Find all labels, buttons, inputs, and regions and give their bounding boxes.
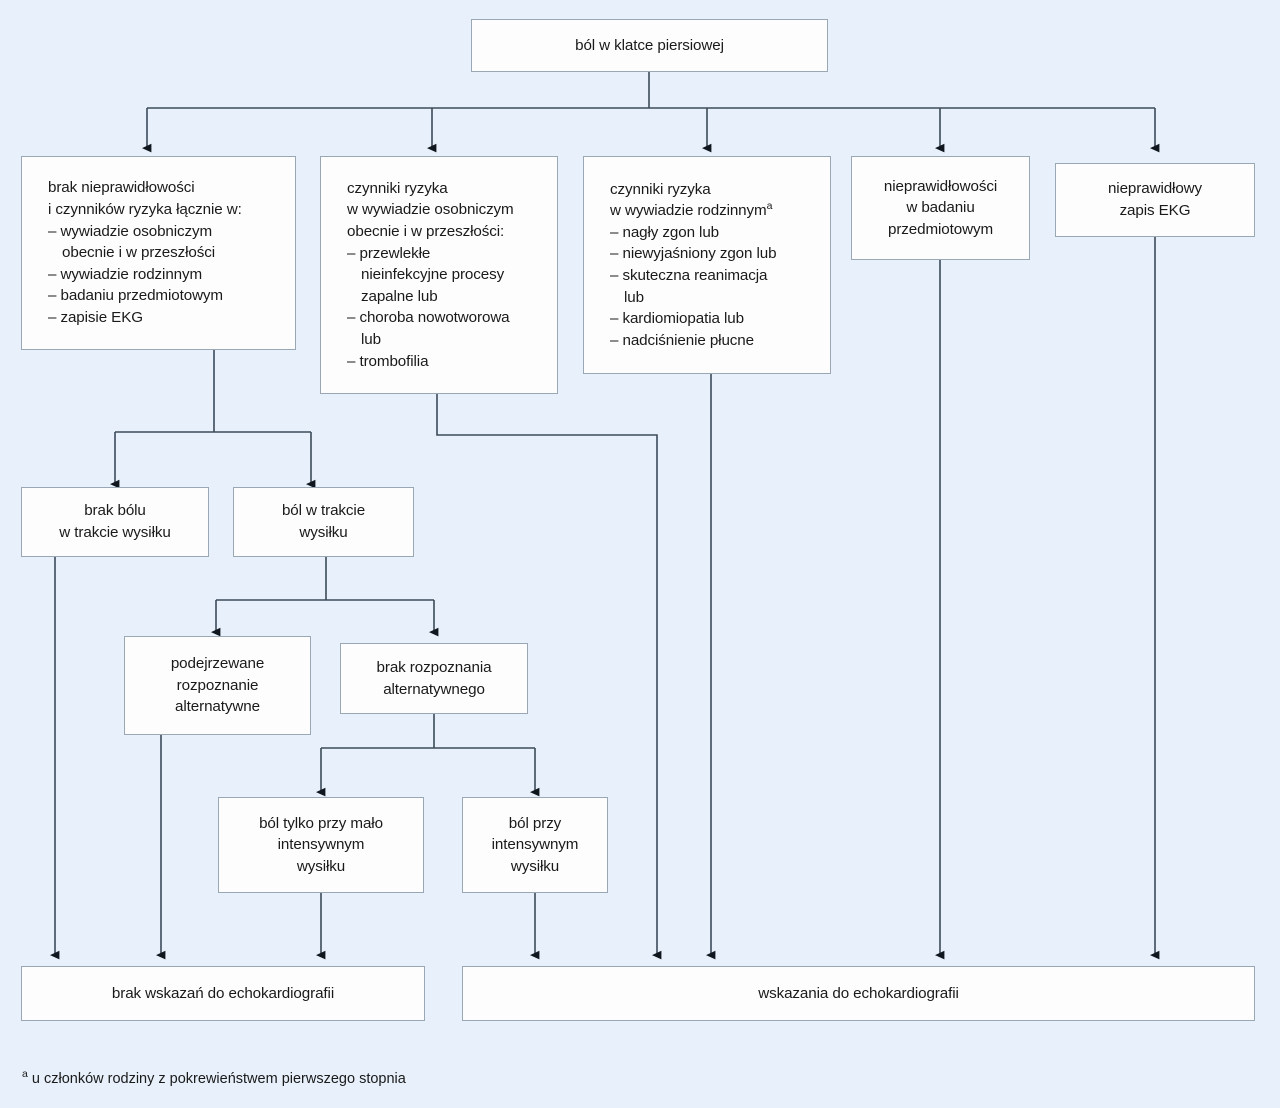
family-history-line-1-text: w wywiadzie rodzinnym bbox=[610, 202, 767, 220]
personal-history-line-5: zapalne lub bbox=[361, 287, 438, 305]
pain-low-intensity-line-1: intensywnym bbox=[277, 836, 365, 854]
family-history-line-7: – nadciśnienie płucne bbox=[610, 331, 754, 349]
footnote: a u członków rodziny z pokrewieństwem pi… bbox=[22, 1068, 406, 1087]
no-alternative-line-0: brak rozpoznania bbox=[376, 658, 492, 676]
footnote-superscript-a: a bbox=[766, 200, 773, 213]
personal-history-line-4: nieinfekcyjne procesy bbox=[361, 266, 505, 284]
family-history-line-6: – kardiomiopatia lub bbox=[610, 310, 744, 328]
family-history-line-0: czynniki ryzyka bbox=[610, 180, 711, 198]
echo-indication-label: wskazania do echokardiografii bbox=[758, 984, 959, 1002]
physical-exam-line-0: nieprawidłowości bbox=[883, 177, 998, 195]
no-echo-indication-label: brak wskazań do echokardiografii bbox=[111, 984, 335, 1002]
personal-history-line-0: czynniki ryzyka bbox=[347, 179, 448, 197]
family-history-line-2: – nagły zgon lub bbox=[610, 223, 720, 241]
no-abnormalities-line-3: obecnie i w przeszłości bbox=[62, 244, 216, 262]
no-abnormalities-line-1: i czynników ryzyka łącznie w: bbox=[48, 201, 242, 219]
node-pain-intense-exertion[interactable]: ból przy intensywnym wysiłku bbox=[462, 797, 608, 893]
node-echo-indication[interactable]: wskazania do echokardiografii bbox=[462, 966, 1255, 1021]
pain-exertion-line-0: ból w trakcie bbox=[281, 502, 366, 520]
node-chest-pain-line-0: ból w klatce piersiowej bbox=[575, 36, 724, 54]
node-no-alternative-diagnosis[interactable]: brak rozpoznania alternatywnego bbox=[340, 643, 528, 714]
no-pain-exertion-line-0: brak bólu bbox=[84, 502, 146, 520]
node-personal-history-risk[interactable]: czynniki ryzyka w wywiadzie osobniczym o… bbox=[320, 156, 558, 394]
personal-history-line-7: lub bbox=[361, 330, 381, 348]
personal-history-line-1: w wywiadzie osobniczym bbox=[347, 201, 514, 219]
node-suspected-alternative-diagnosis[interactable]: podejrzewane rozpoznanie alternatywne bbox=[124, 636, 311, 735]
pain-high-intensity-line-0: ból przy bbox=[508, 814, 562, 832]
personal-history-line-2: obecnie i w przeszłości: bbox=[347, 223, 505, 241]
no-abnormalities-line-5: – badaniu przedmiotowym bbox=[48, 287, 223, 305]
abnormal-ecg-line-0: nieprawidłowy bbox=[1107, 180, 1203, 198]
no-abnormalities-line-2: – wywiadzie osobniczym bbox=[48, 222, 213, 240]
no-abnormalities-line-4: – wywiadzie rodzinnym bbox=[48, 265, 203, 283]
abnormal-ecg-line-1: zapis EKG bbox=[1119, 202, 1191, 219]
pain-low-intensity-line-0: ból tylko przy mało bbox=[259, 814, 383, 832]
footnote-marker: a bbox=[22, 1068, 28, 1080]
node-no-echo-indication[interactable]: brak wskazań do echokardiografii bbox=[21, 966, 425, 1021]
node-abnormal-physical-exam[interactable]: nieprawidłowości w badaniu przedmiotowym bbox=[851, 156, 1030, 260]
node-pain-during-exertion[interactable]: ból w trakcie wysiłku bbox=[233, 487, 414, 557]
family-history-line-4: – skuteczna reanimacja bbox=[610, 267, 768, 284]
personal-history-line-6: – choroba nowotworowa bbox=[347, 309, 510, 327]
node-abnormal-ecg[interactable]: nieprawidłowy zapis EKG bbox=[1055, 163, 1255, 237]
physical-exam-line-1: w badaniu bbox=[906, 199, 975, 217]
suspected-alternative-line-0: podejrzewane bbox=[170, 655, 265, 673]
family-history-line-1: w wywiadzie rodzinnyma bbox=[610, 200, 856, 222]
node-no-abnormalities[interactable]: brak nieprawidłowości i czynników ryzyka… bbox=[21, 156, 296, 350]
pain-low-intensity-line-2: wysiłku bbox=[296, 857, 346, 875]
no-pain-exertion-line-1: w trakcie wysiłku bbox=[59, 524, 171, 541]
node-family-history-risk[interactable]: czynniki ryzyka w wywiadzie rodzinnyma –… bbox=[583, 156, 831, 374]
no-abnormalities-line-6: – zapisie EKG bbox=[48, 308, 143, 326]
no-alternative-line-1: alternatywnego bbox=[383, 680, 485, 698]
family-history-line-5: lub bbox=[624, 288, 644, 306]
node-chest-pain[interactable]: ból w klatce piersiowej bbox=[471, 19, 828, 72]
node-no-pain-during-exertion[interactable]: brak bólu w trakcie wysiłku bbox=[21, 487, 209, 557]
no-abnormalities-line-0: brak nieprawidłowości bbox=[48, 179, 195, 197]
footnote-text: u członków rodziny z pokrewieństwem pier… bbox=[31, 1070, 406, 1087]
family-history-line-3: – niewyjaśniony zgon lub bbox=[610, 245, 777, 263]
suspected-alternative-line-1: rozpoznanie bbox=[176, 676, 259, 694]
pain-exertion-line-1: wysiłku bbox=[299, 524, 348, 541]
node-pain-only-low-intensity[interactable]: ból tylko przy mało intensywnym wysiłku bbox=[218, 797, 424, 893]
pain-high-intensity-line-1: intensywnym bbox=[491, 836, 579, 854]
personal-history-line-8: – trombofilia bbox=[347, 352, 429, 370]
suspected-alternative-line-2: alternatywne bbox=[175, 698, 260, 716]
physical-exam-line-2: przedmiotowym bbox=[887, 220, 994, 238]
personal-history-line-3: – przewlekłe bbox=[347, 244, 431, 262]
pain-high-intensity-line-2: wysiłku bbox=[510, 857, 560, 875]
